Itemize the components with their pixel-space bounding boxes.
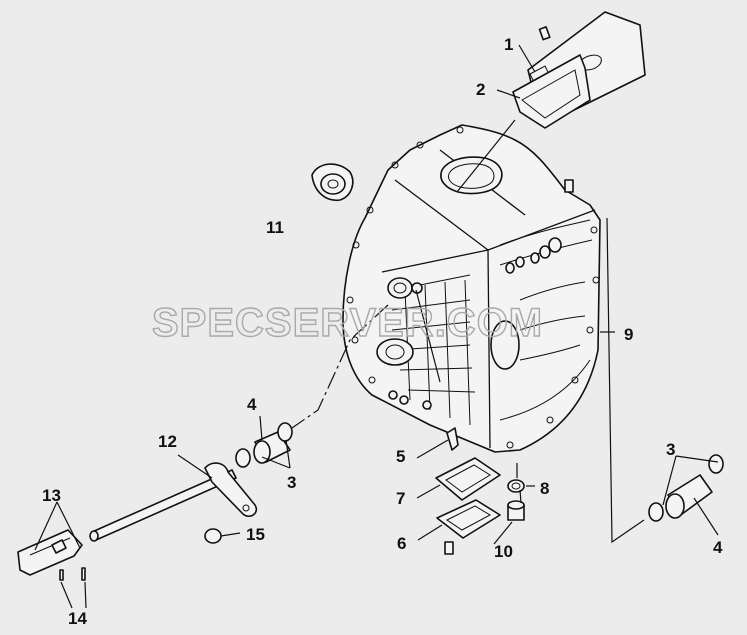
nut — [204, 528, 222, 544]
callout-12: 12 — [158, 432, 177, 451]
cover-gasket — [512, 54, 591, 129]
watermark-text: SPECSERVER.COM — [152, 301, 543, 345]
callout-8: 8 — [540, 479, 549, 498]
seal-ring — [507, 479, 525, 493]
callout-1: 1 — [504, 35, 513, 54]
clutch-housing — [342, 124, 601, 453]
callout-4-left: 4 — [247, 395, 257, 414]
release-bearing — [311, 163, 354, 201]
leader-lines — [34, 44, 719, 609]
right-bush-and-seals — [648, 454, 724, 522]
callout-13: 13 — [42, 486, 61, 505]
callout-3-left: 3 — [287, 473, 296, 492]
lower-gasket — [435, 457, 501, 501]
lower-cover — [436, 499, 501, 539]
callout-5: 5 — [396, 447, 405, 466]
callout-14: 14 — [68, 609, 87, 628]
callout-labels: 1 2 3 3 4 4 5 6 7 8 9 10 11 12 13 14 15 — [42, 35, 723, 628]
release-fork — [17, 529, 86, 581]
callout-3-right: 3 — [666, 440, 675, 459]
callout-9: 9 — [624, 325, 633, 344]
drain-plug — [507, 500, 525, 521]
release-shaft — [89, 462, 258, 542]
callout-11: 11 — [266, 218, 284, 237]
callout-7: 7 — [396, 489, 405, 508]
callout-2: 2 — [476, 80, 485, 99]
callout-4-right: 4 — [713, 538, 723, 557]
callout-10: 10 — [494, 542, 513, 561]
bolt — [444, 541, 454, 555]
callout-15: 15 — [246, 525, 265, 544]
callout-6: 6 — [397, 534, 406, 553]
spring-clip — [446, 427, 459, 451]
left-bush-and-seals — [235, 422, 293, 468]
